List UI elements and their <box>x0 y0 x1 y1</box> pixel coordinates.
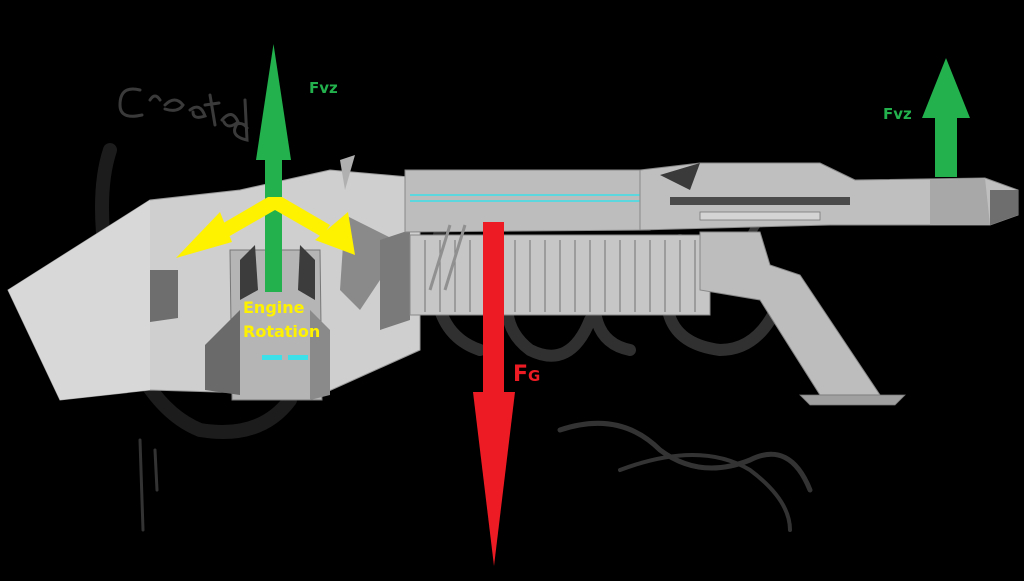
lift-label-front: Fvz <box>309 79 338 97</box>
gravity-label-main: F <box>513 362 529 387</box>
engine-rotation-line1: Engine <box>243 298 305 317</box>
lift-arrow-rear <box>922 58 970 177</box>
engine-rotation-line2: Rotation <box>243 322 321 341</box>
gravity-label-sub: G <box>528 367 541 385</box>
lift-label-rear: Fvz <box>883 105 912 123</box>
gravity-arrow <box>473 222 515 566</box>
engine-rotation-arrow <box>176 197 355 258</box>
gravity-label: FG <box>513 362 540 387</box>
engine-rotation-label: Engine Rotation <box>243 296 320 344</box>
